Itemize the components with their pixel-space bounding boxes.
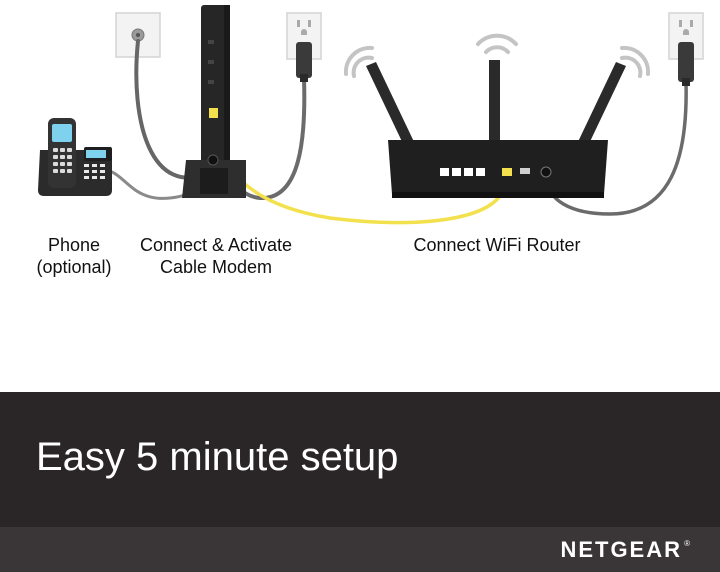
power-plug-modem	[296, 42, 312, 82]
power-wall-outlet-modem	[286, 12, 322, 60]
modem-label-line1: Connect & Activate	[139, 235, 293, 255]
router-label-line1: Connect WiFi Router	[413, 235, 581, 255]
modem-label-line2: Cable Modem	[159, 257, 273, 277]
registered-mark: ®	[684, 539, 690, 548]
tagline-banner	[0, 392, 720, 527]
modem-label: Connect & Activate Cable Modem	[124, 234, 308, 278]
wifi-signal-icons	[343, 33, 651, 78]
tagline-text: Easy 5 minute setup	[36, 435, 399, 479]
phone-label: Phone (optional)	[22, 234, 126, 278]
phone-label-line2: (optional)	[36, 257, 112, 277]
coax-cable	[134, 39, 214, 180]
phone-label-line1: Phone	[47, 235, 101, 255]
wifi-router-icon	[366, 60, 626, 198]
cable-modem-icon	[182, 5, 246, 198]
router-power-cable	[544, 80, 688, 216]
netgear-logo: NETGEAR	[560, 537, 682, 562]
phone-icon	[38, 118, 112, 196]
setup-diagram	[38, 5, 704, 225]
brand-footer	[0, 527, 720, 572]
power-plug-router	[678, 42, 694, 86]
router-label: Connect WiFi Router	[398, 234, 596, 256]
